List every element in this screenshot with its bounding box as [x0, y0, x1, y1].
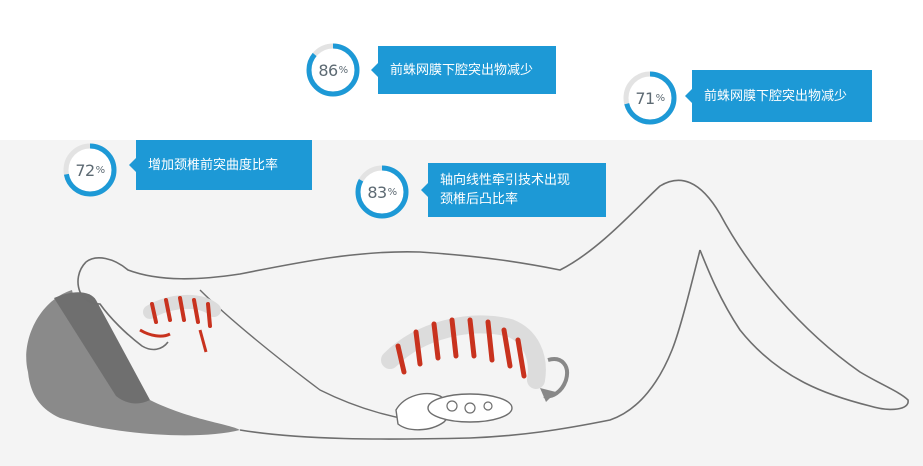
stat-hernia-2: 71% — [622, 70, 678, 126]
callout-hernia-1: 前蛛网膜下腔突出物减少 — [371, 46, 556, 94]
callout-text: 前蛛网膜下腔突出物减少 — [390, 62, 534, 78]
progress-ring — [623, 71, 677, 125]
stat-value: 72 — [75, 160, 95, 180]
stat-percentage: 72% — [62, 142, 118, 198]
stat-percentage: 71% — [622, 70, 678, 126]
stat-value: 86 — [318, 60, 338, 80]
callout-neck-curve: 增加颈椎前突曲度比率 — [129, 140, 312, 190]
stat-unit: % — [387, 186, 398, 198]
body-lower-outline — [239, 249, 701, 440]
stat-neck-curve: 72% — [62, 142, 118, 198]
stat-value: 83 — [367, 182, 387, 202]
lumbar-spine-icon — [381, 315, 546, 389]
stat-unit: % — [655, 92, 666, 104]
stat-traction: 83% — [354, 164, 410, 220]
stat-unit: % — [95, 164, 106, 176]
rotate-arrow-icon — [540, 357, 569, 402]
callout-hernia-2: 前蛛网膜下腔突出物减少 — [685, 70, 872, 122]
stat-unit: % — [338, 64, 349, 76]
neck-brace-band — [54, 292, 150, 404]
callout-text: 前蛛网膜下腔突出物减少 — [704, 88, 848, 104]
head-profile — [77, 261, 169, 351]
stat-hernia-1: 86% — [305, 42, 361, 98]
stat-percentage: 86% — [305, 42, 361, 98]
callout-traction: 轴向线性牵引技术出现 颈椎后凸比率 — [421, 163, 606, 217]
hand-remote-icon — [395, 392, 513, 431]
cervical-spine-icon — [139, 294, 221, 353]
progress-ring — [355, 165, 409, 219]
stat-value: 71 — [635, 88, 655, 108]
callout-text-line-2: 颈椎后凸比率 — [440, 192, 519, 207]
callout-text-line-1: 轴向线性牵引技术出现 — [440, 173, 571, 188]
stat-percentage: 83% — [354, 164, 410, 220]
callout-text: 增加颈椎前突曲度比率 — [148, 157, 279, 173]
body-outline — [85, 179, 909, 411]
progress-ring — [306, 43, 360, 97]
progress-ring — [63, 143, 117, 197]
